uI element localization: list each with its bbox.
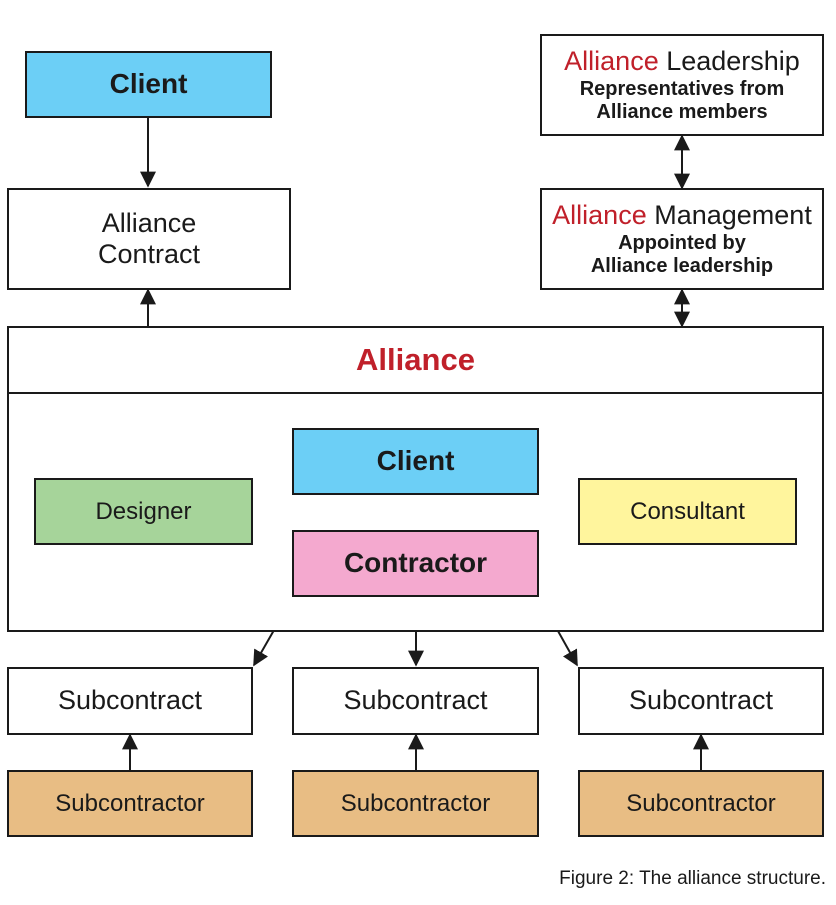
top-client-box: Client (25, 51, 272, 118)
alliance-contract-box: Alliance Contract (7, 188, 291, 290)
alliance-contract-line1: Alliance (101, 207, 197, 238)
subcontract-label-3: Subcontract (628, 685, 774, 716)
contractor-label: Contractor (343, 547, 488, 579)
designer-label: Designer (95, 497, 192, 525)
figure-caption: Figure 2: The alliance structure. (559, 868, 826, 889)
consultant-box: Consultant (578, 478, 797, 545)
subcontract-label-2: Subcontract (343, 685, 488, 716)
subcontract-label-1: Subcontract (57, 685, 203, 716)
alliance-management-title-red: Alliance (552, 200, 647, 231)
subcontractor-box-2: Subcontractor (292, 770, 539, 837)
alliance-leadership-box: Alliance Leadership Representatives from… (540, 34, 824, 136)
alliance-management-line2: Alliance leadership (590, 254, 774, 277)
alliance-management-box: Alliance Management Appointed by Allianc… (540, 188, 824, 290)
top-client-label: Client (109, 68, 188, 100)
alliance-leadership-title-red: Alliance (564, 46, 659, 77)
alliance-header-box: Alliance (7, 326, 824, 394)
subcontractor-label-2: Subcontractor (340, 789, 491, 817)
alliance-title: Alliance (356, 342, 475, 378)
alliance-management-title: Alliance Management (552, 200, 812, 231)
subcontractor-box-3: Subcontractor (578, 770, 824, 837)
alliance-leadership-title: Alliance Leadership (564, 46, 800, 77)
designer-box: Designer (34, 478, 253, 545)
subcontract-box-2: Subcontract (292, 667, 539, 735)
alliance-management-line1: Appointed by (618, 231, 746, 254)
subcontract-box-1: Subcontract (7, 667, 253, 735)
subcontractor-label-3: Subcontractor (626, 789, 776, 817)
alliance-leadership-title-rest: Leadership (658, 46, 800, 77)
subcontract-box-3: Subcontract (578, 667, 824, 735)
alliance-contract-line2: Contract (97, 239, 201, 269)
alliance-leadership-line1: Representatives from (579, 77, 785, 100)
alliance-leadership-line2: Alliance members (596, 100, 768, 123)
consultant-label: Consultant (630, 497, 745, 525)
alliance-management-title-rest: Management (646, 200, 812, 231)
subcontractor-box-1: Subcontractor (7, 770, 253, 837)
alliance-client-label: Client (376, 445, 455, 477)
subcontractor-label-1: Subcontractor (55, 789, 205, 817)
alliance-client-box: Client (292, 428, 539, 495)
contractor-box: Contractor (292, 530, 539, 597)
